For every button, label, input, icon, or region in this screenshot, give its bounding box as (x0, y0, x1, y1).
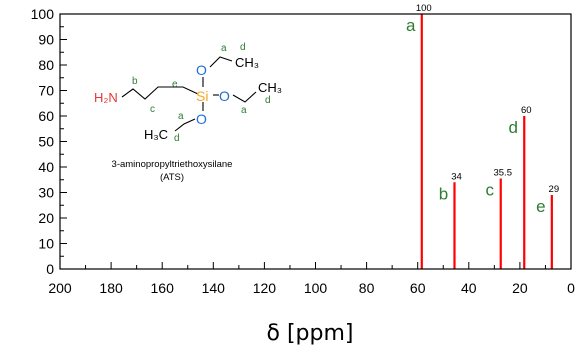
y-tick-label: 20 (38, 210, 54, 226)
y-tick-label: 60 (38, 108, 54, 124)
y-tick-label: 10 (38, 236, 54, 252)
amine-group: H₂N (94, 90, 118, 105)
y-axis-ticks: 0 10 20 30 40 50 60 70 80 90 100 (31, 6, 67, 277)
x-tick-label: 80 (359, 280, 375, 296)
peak-value-label: 34 (451, 171, 462, 182)
label-a-top: a (221, 43, 227, 54)
peak-value-label: 60 (521, 105, 532, 116)
label-a-right: a (241, 105, 247, 116)
peak-value-label: 29 (549, 184, 560, 195)
x-tick-label: 200 (48, 280, 72, 296)
ethoxy-right (232, 91, 257, 103)
y-tick-label: 50 (38, 134, 54, 150)
peak-letter-label: a (406, 16, 416, 35)
peak-value-label: 100 (416, 3, 432, 14)
x-tick-label: 60 (410, 280, 426, 296)
methyl-right: CH₃ (258, 80, 282, 95)
y-tick-label: 100 (31, 6, 55, 22)
oxygen-right: O (219, 88, 230, 104)
x-tick-label: 0 (567, 280, 575, 296)
molecule-structure: H₂N b c e Si O a d CH₃ O a CH₃ d O a H₃C… (94, 42, 282, 183)
x-tick-label: 120 (253, 280, 277, 296)
peak-letter-label: b (439, 184, 448, 203)
x-tick-label: 180 (99, 280, 123, 296)
x-tick-label: 160 (151, 280, 175, 296)
peak-value-label: 35.5 (493, 167, 512, 178)
molecule-name: 3-aminopropyltriethoxysilane (112, 159, 233, 170)
x-tick-label: 20 (512, 280, 528, 296)
x-axis-label: δ [ppm] (267, 321, 354, 346)
label-b: b (132, 76, 138, 87)
silicon-atom: Si (196, 88, 208, 104)
label-d-right: d (265, 95, 271, 106)
label-d-top: d (240, 42, 246, 53)
methyl-top: CH₃ (235, 55, 259, 70)
y-tick-label: 40 (38, 159, 54, 175)
peak-letter-label: d (509, 118, 518, 137)
peak-letter-label: c (485, 180, 494, 199)
label-e: e (172, 79, 178, 90)
y-tick-label: 90 (38, 32, 54, 48)
molecule-abbrev: (ATS) (160, 172, 184, 183)
plot-frame (59, 13, 572, 270)
x-tick-label: 40 (461, 280, 477, 296)
x-tick-label: 140 (202, 280, 226, 296)
label-d-bottom: d (174, 133, 180, 144)
x-tick-label: 100 (304, 280, 328, 296)
oxygen-top: O (196, 62, 207, 78)
oxygen-bottom: O (196, 111, 207, 127)
y-tick-label: 70 (38, 83, 54, 99)
label-a-bottom: a (178, 111, 184, 122)
label-c: c (150, 104, 155, 115)
methyl-bottom: H₃C (144, 127, 168, 142)
y-tick-label: 30 (38, 185, 54, 201)
propyl-chain (121, 86, 199, 100)
peak-letter-label: e (536, 197, 545, 216)
y-tick-label: 80 (38, 57, 54, 73)
y-tick-label: 0 (46, 261, 54, 277)
ethoxy-top (209, 56, 233, 68)
ethoxy-bottom (174, 118, 196, 132)
